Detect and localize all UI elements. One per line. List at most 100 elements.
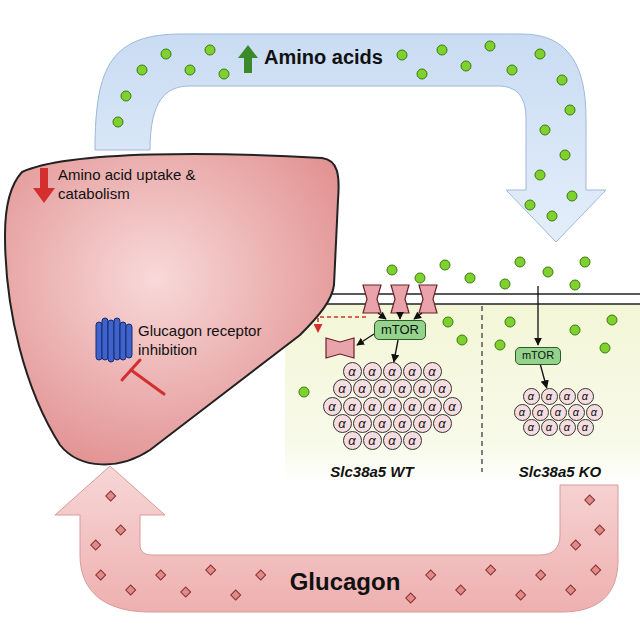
- alpha-label: α: [394, 380, 411, 397]
- alpha-label: α: [524, 389, 539, 404]
- alpha-cell: α: [541, 419, 558, 436]
- alpha-label: α: [560, 389, 575, 404]
- alpha-label: α: [374, 380, 391, 397]
- inhibition-symbol: [122, 360, 164, 394]
- alpha-cell: α: [523, 388, 540, 405]
- alpha-label: α: [404, 398, 421, 415]
- alpha-label: α: [578, 420, 593, 435]
- alpha-cell: α: [433, 414, 452, 433]
- feedback-arrow: [318, 317, 366, 332]
- membrane: [285, 303, 640, 305]
- alpha-label: α: [344, 363, 361, 380]
- alpha-cell: α: [383, 397, 402, 416]
- alpha-cell: α: [343, 362, 362, 381]
- alpha-label: α: [404, 363, 421, 380]
- alpha-label: α: [542, 420, 557, 435]
- alpha-cell: α: [413, 414, 432, 433]
- alpha-label: α: [354, 380, 371, 397]
- alpha-cell: α: [403, 362, 422, 381]
- text-placer: Amino acid uptake & catabolism: [58, 166, 218, 204]
- alpha-label: α: [354, 415, 371, 432]
- flow-band: Glucagon: [50, 460, 625, 618]
- alpha-cell: α: [577, 419, 594, 436]
- alpha-label: α: [551, 405, 566, 420]
- alpha-label: α: [364, 432, 381, 449]
- alpha-cell: α: [523, 419, 540, 436]
- alpha-label: α: [414, 380, 431, 397]
- alpha-label: α: [334, 415, 351, 432]
- alpha-cell: α: [413, 379, 432, 398]
- alpha-cell: α: [433, 379, 452, 398]
- shape-path: [5, 154, 339, 464]
- alpha-label: α: [424, 363, 441, 380]
- alpha-cell: α: [403, 431, 422, 450]
- band-decoration: [91, 491, 605, 603]
- alpha-cell: α: [373, 414, 392, 433]
- alpha-label: α: [424, 398, 441, 415]
- shape-path: [55, 466, 618, 612]
- alpha-label: α: [434, 415, 451, 432]
- band-label: Glucagon: [290, 568, 401, 596]
- alpha-cell: α: [333, 414, 352, 433]
- alpha-label: α: [578, 389, 593, 404]
- alpha-cell: α: [363, 431, 382, 450]
- down-arrow: [33, 168, 55, 203]
- label-placer: Slc38a5 WT: [330, 463, 413, 480]
- alpha-cell: α: [353, 414, 372, 433]
- alpha-label: α: [374, 415, 391, 432]
- alpha-label: α: [364, 398, 381, 415]
- alpha-label: α: [384, 398, 401, 415]
- alpha-cell: α: [423, 397, 442, 416]
- alpha-cell: α: [393, 414, 412, 433]
- up-arrow: [238, 45, 258, 73]
- cytoplasm: [285, 304, 640, 484]
- alpha-cell: α: [323, 397, 342, 416]
- alpha-label: α: [384, 363, 401, 380]
- alpha-cell: α: [577, 388, 594, 405]
- alpha-cell: α: [333, 379, 352, 398]
- alpha-cell: α: [541, 388, 558, 405]
- mtor-label: mTOR: [381, 322, 419, 338]
- alpha-cell: α: [363, 362, 382, 381]
- alpha-label: α: [515, 405, 530, 420]
- alpha-label: α: [444, 398, 461, 415]
- shape-outline: [0, 145, 346, 475]
- genotype-label: Slc38a5 KO: [519, 463, 602, 480]
- divider: [481, 306, 483, 472]
- mtor-label: mTOR: [522, 349, 554, 363]
- connector: [394, 340, 398, 362]
- alpha-label: α: [404, 432, 421, 449]
- alpha-label: α: [334, 380, 351, 397]
- alpha-cell: α: [343, 431, 362, 450]
- alpha-label: α: [434, 380, 451, 397]
- alpha-cell: α: [393, 379, 412, 398]
- transporters: [326, 285, 437, 358]
- alpha-cell: α: [343, 397, 362, 416]
- mtor-box: mTOR: [374, 320, 426, 340]
- alpha-cell: α: [383, 431, 402, 450]
- text-placer: Glucagon: [290, 568, 401, 596]
- alpha-cell: α: [383, 362, 402, 381]
- mtor-box: mTOR: [515, 347, 561, 365]
- alpha-cell: α: [586, 404, 603, 421]
- alpha-cell: α: [403, 397, 422, 416]
- arrows: [357, 286, 538, 345]
- alpha-label: α: [542, 389, 557, 404]
- liver: Amino acid uptake & catabolismGlucagon r…: [0, 145, 346, 475]
- alpha-label: α: [414, 415, 431, 432]
- text-placer: Amino acids: [264, 46, 383, 69]
- band-label: Amino acids: [264, 46, 383, 69]
- alpha-label: α: [364, 363, 381, 380]
- alpha-label: α: [344, 398, 361, 415]
- alpha-label: α: [324, 398, 341, 415]
- connector: [540, 365, 546, 388]
- alpha-cell: α: [353, 379, 372, 398]
- alpha-cell: α: [550, 404, 567, 421]
- genotype-label: Slc38a5 WT: [330, 463, 413, 480]
- alpha-cell: α: [373, 379, 392, 398]
- alpha-cell: α: [559, 388, 576, 405]
- liver-label: Amino acid uptake & catabolism: [58, 166, 218, 204]
- alpha-cell: α: [443, 397, 462, 416]
- liver-label: Glucagon receptor inhibition: [138, 322, 288, 360]
